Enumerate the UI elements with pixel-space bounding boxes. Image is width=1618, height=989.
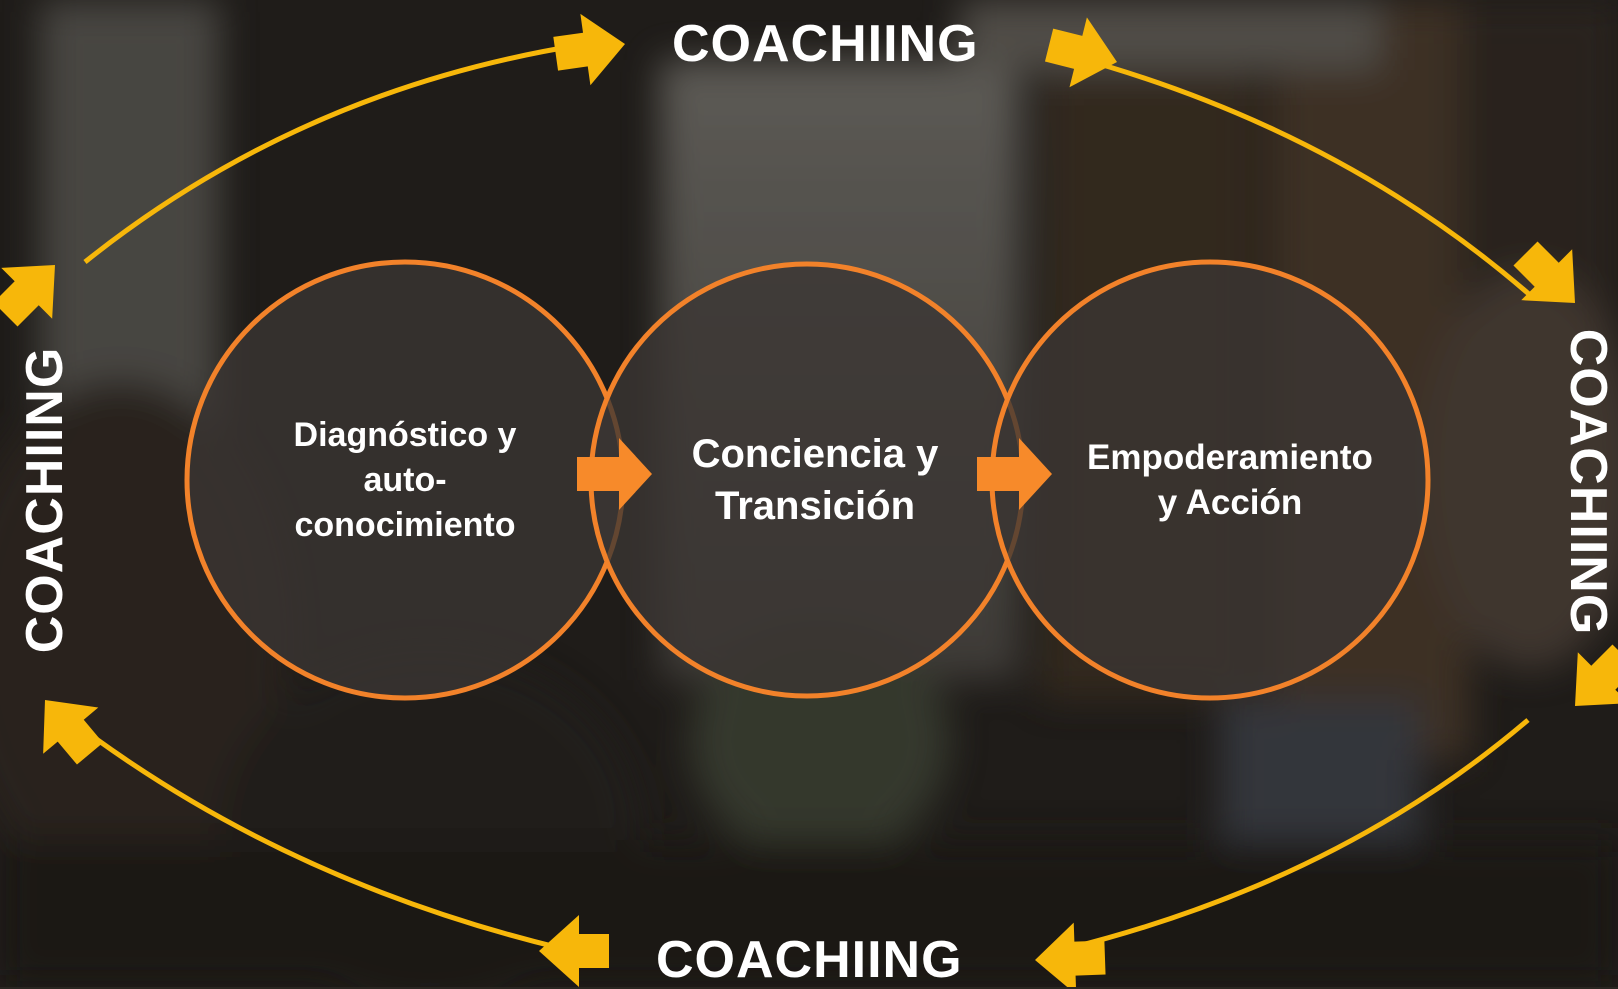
coaching-label-top: COACHIING — [672, 15, 979, 73]
stage-arrow-1 — [577, 438, 652, 510]
cycle-arrowhead-bottom-right — [1035, 922, 1106, 987]
cycle-arrowhead-bottom-left — [539, 915, 609, 987]
stage-arrow-2 — [977, 438, 1052, 510]
cycle-arc-bottom-right — [1069, 718, 1530, 951]
coaching-label-right: COACHIING — [1559, 328, 1617, 636]
cycle-arc-top-left — [83, 42, 581, 264]
stage-label-conciencia: Conciencia y Transición — [691, 432, 939, 528]
cycle-arrowhead-top-left — [553, 13, 625, 86]
cycle-arrowhead-left-top — [0, 265, 55, 327]
cycle-arc-bottom-left — [66, 716, 561, 951]
cycle-arrowhead-top-right — [1044, 17, 1117, 88]
stage-label-empoderamiento: Empoderamiento y Acción — [1087, 438, 1373, 522]
cycle-arrowhead-left-bottom — [43, 700, 104, 765]
cycle-arrowhead-right-bottom — [1575, 644, 1618, 706]
coaching-label-bottom: COACHIING — [656, 931, 963, 989]
coaching-label-left: COACHIING — [16, 346, 74, 654]
cycle-arc-top-right — [1074, 54, 1532, 297]
stage-label-diagnostico: Diagnóstico y auto-conocimiento — [293, 415, 517, 544]
cycle-arrowhead-right-top — [1513, 241, 1575, 303]
